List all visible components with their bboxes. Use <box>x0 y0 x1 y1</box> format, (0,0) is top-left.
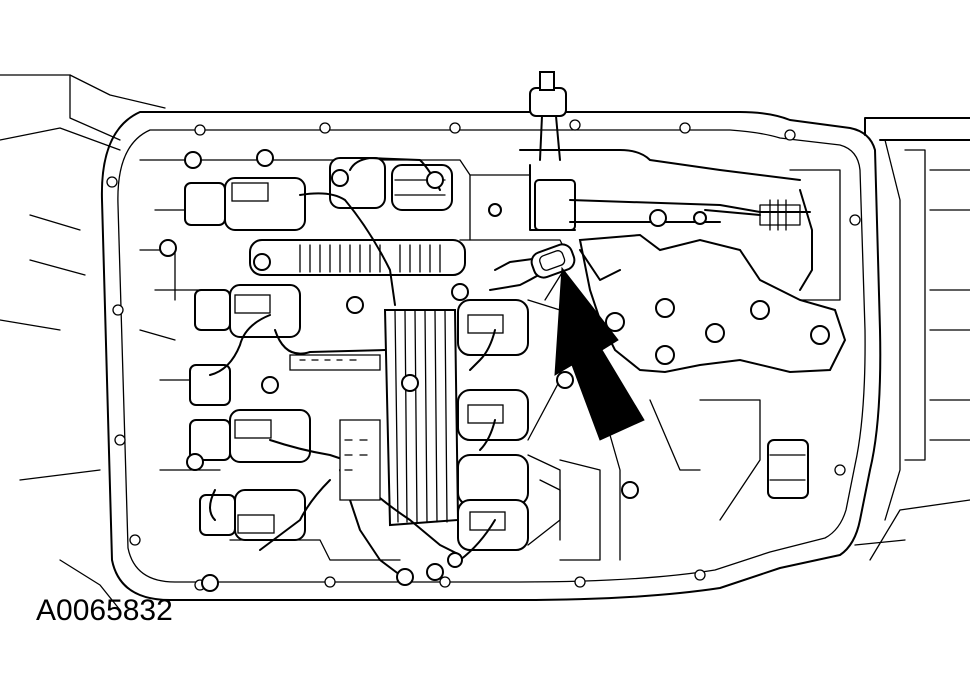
detent-plate <box>578 233 847 374</box>
left-background-lines <box>0 74 166 611</box>
right-solenoid-column <box>457 299 561 551</box>
transmission-case-outline <box>100 111 882 601</box>
spring-valve <box>249 239 466 276</box>
top-stem <box>529 71 567 161</box>
ribbon-harness <box>383 309 460 527</box>
circuit-strip <box>289 354 381 501</box>
rim-bolt-holes <box>106 119 861 591</box>
valve-body-bolts <box>159 149 639 592</box>
solenoid-group <box>184 177 311 541</box>
right-case-flange <box>854 117 970 561</box>
drain-fitting <box>767 439 809 499</box>
manual-valve-linkage <box>519 149 841 301</box>
harness-connector <box>530 243 576 279</box>
figure-id-label: A0065832 <box>36 594 173 627</box>
indicator-arrow-icon <box>554 266 645 441</box>
